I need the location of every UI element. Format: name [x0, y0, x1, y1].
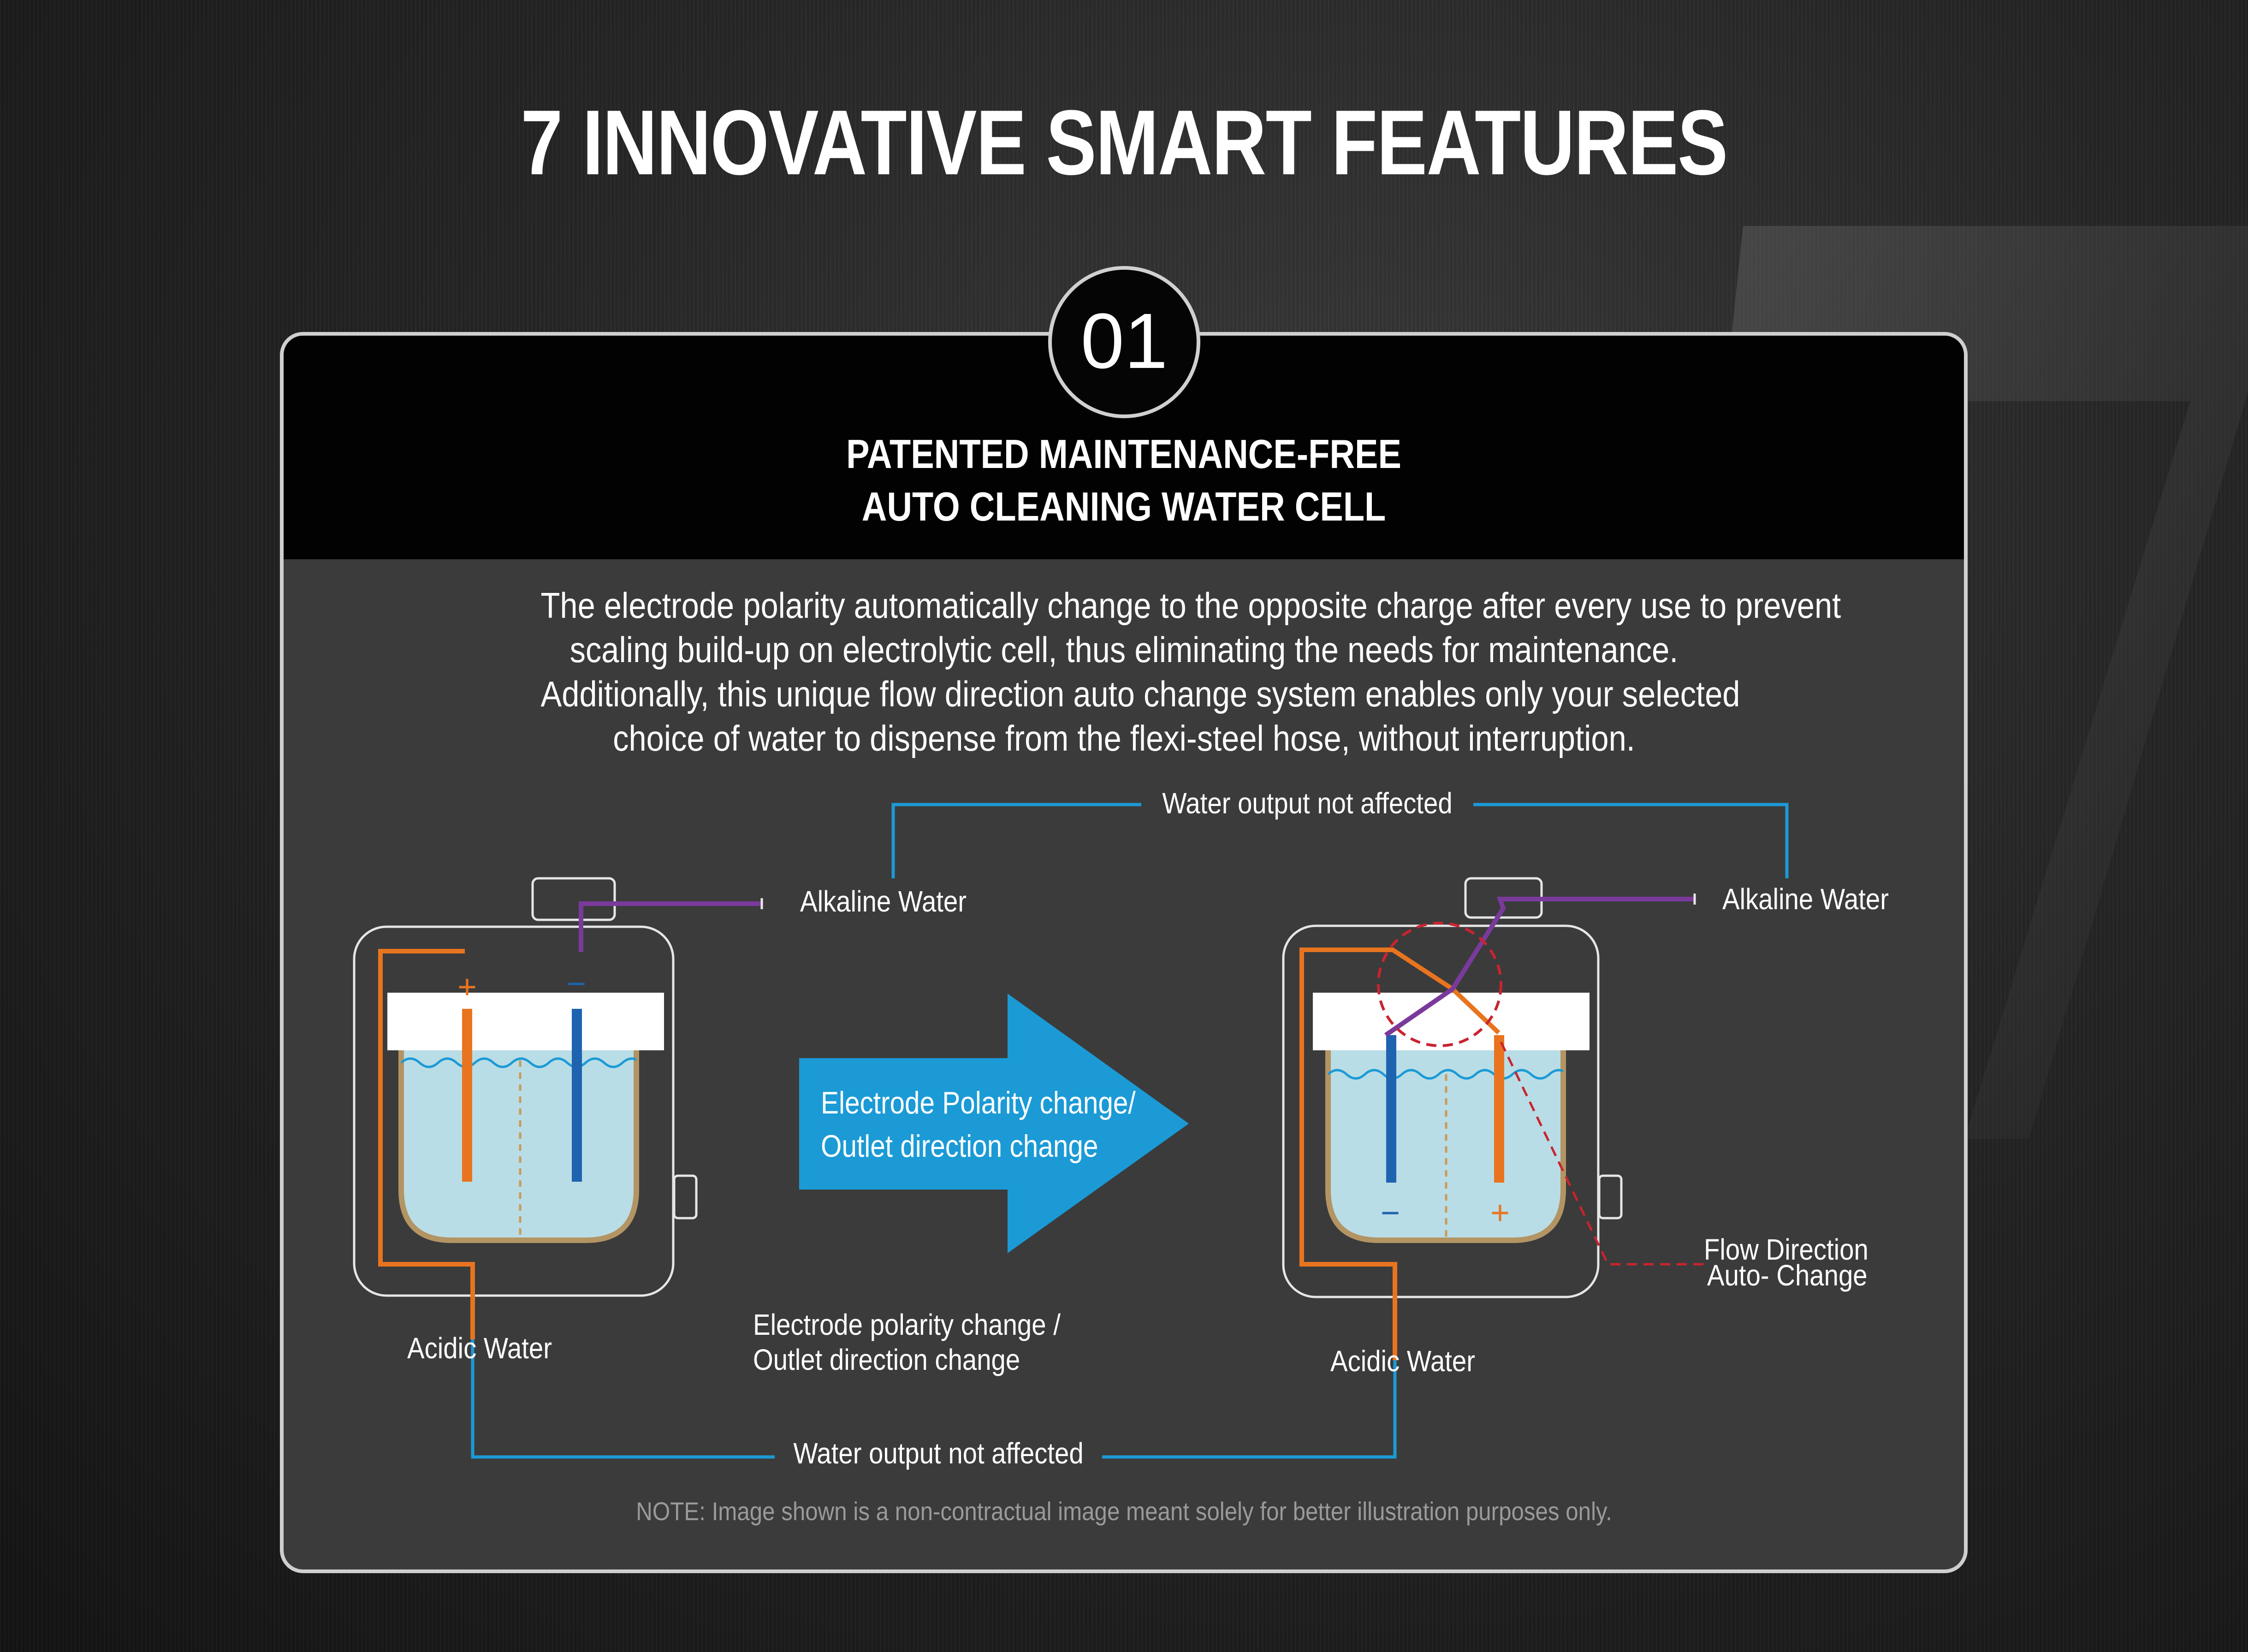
bottom-connector-line	[471, 1339, 775, 1459]
right-water-cell: − +	[1282, 877, 1706, 1360]
page-title: 7 INNOVATIVE SMART FEATURES	[521, 91, 1728, 194]
bottom-connector-line-right	[1102, 1360, 1397, 1459]
left-positive-sign: +	[457, 969, 477, 1006]
feature-title: PATENTED MAINTENANCE-FREE AUTO CLEANING …	[401, 428, 1846, 533]
diagram-caption: Electrode polarity change / Outlet direc…	[753, 1307, 1061, 1377]
top-connector-line-right	[1473, 803, 1789, 878]
process-arrow	[799, 994, 1189, 1253]
left-water-cell: + −	[353, 877, 763, 1339]
bottom-connector-label: Water output not affected	[793, 1437, 1084, 1470]
feature-number-badge: 01	[1048, 266, 1200, 418]
flow-direction-label: Flow Direction Auto- Change	[1704, 1233, 1868, 1292]
feature-title-line-2: AUTO CLEANING WATER CELL	[861, 484, 1386, 529]
right-positive-sign: +	[1490, 1195, 1510, 1232]
left-negative-sign: −	[567, 965, 586, 1002]
arrow-label: Electrode Polarity change/ Outlet direct…	[821, 1081, 1136, 1168]
diagram-caption-line-1: Electrode polarity change /	[753, 1308, 1061, 1341]
disclaimer-note: NOTE: Image shown is a non-contractual i…	[636, 1497, 1612, 1526]
flow-direction-label-line-2: Auto- Change	[1707, 1259, 1868, 1292]
right-negative-sign: −	[1381, 1195, 1400, 1232]
diagram-caption-line-2: Outlet direction change	[753, 1343, 1020, 1376]
feature-title-line-1: PATENTED MAINTENANCE-FREE	[846, 431, 1401, 477]
large-seven-graphic	[1725, 226, 2248, 1139]
description-line-4: choice of water to dispense from the fle…	[613, 718, 1635, 758]
flow-direction-label-line-1: Flow Direction	[1704, 1233, 1868, 1266]
description-line-3: Additionally, this unique flow direction…	[540, 674, 1740, 714]
description-line-1: The electrode polarity automatically cha…	[540, 585, 1841, 626]
arrow-label-line-2: Outlet direction change	[821, 1129, 1098, 1164]
description-line-2: scaling build-up on electrolytic cell, t…	[569, 629, 1679, 670]
right-alkaline-label: Alkaline Water	[1722, 882, 1889, 916]
top-connector-line	[891, 803, 1141, 878]
left-acidic-label: Acidic Water	[407, 1332, 552, 1365]
top-connector-label: Water output not affected	[1162, 787, 1453, 820]
feature-description: The electrode polarity automatically cha…	[540, 583, 1841, 760]
right-acidic-label: Acidic Water	[1330, 1344, 1475, 1378]
left-alkaline-label: Alkaline Water	[800, 885, 967, 918]
arrow-label-line-1: Electrode Polarity change/	[821, 1085, 1136, 1120]
